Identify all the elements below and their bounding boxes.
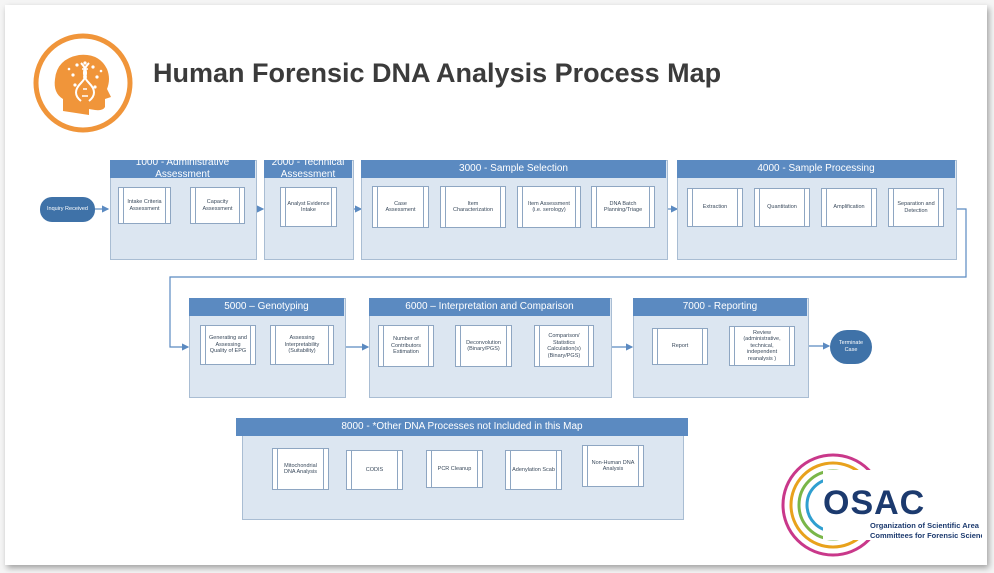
step-case-assessment[interactable]: Case Assessment [372,186,429,228]
group-7000-header: 7000 - Reporting [633,298,807,316]
step-amplification[interactable]: Amplification [821,188,877,227]
step-codis[interactable]: CODIS [346,450,403,490]
step-quantitation[interactable]: Quantitation [754,188,810,227]
group-4000-header: 4000 - Sample Processing [677,160,955,178]
step-extraction[interactable]: Extraction [687,188,743,227]
step-analyst-evidence-intake[interactable]: Analyst Evidence Intake [280,187,337,227]
step-adenylation-scab[interactable]: Adenylation Scab [505,450,562,490]
step-deconvolution[interactable]: Deconvolution (Binary/PGS) [455,325,512,367]
start-node-inquiry-received[interactable]: Inquiry Received [40,197,95,222]
step-assessing-interpretability[interactable]: Assessing Interpretability (Suitability) [270,325,334,365]
osac-name: OSAC [823,484,926,522]
step-separation-and-detection[interactable]: Separation and Detection [888,188,944,227]
step-dna-batch-planning[interactable]: DNA Batch Planning/Triage [591,186,655,228]
osac-subtitle-line2: Committees for Forensic Science [870,531,982,540]
step-pcr-cleanup[interactable]: PCR Cleanup [426,450,483,488]
group-6000-header: 6000 – Interpretation and Comparison [369,298,610,316]
group-3000-header: 3000 - Sample Selection [361,160,666,178]
step-number-of-contributors[interactable]: Number of Contributors Estimation [378,325,434,367]
osac-subtitle: Organization of Scientific Area Committe… [870,521,982,541]
osac-subtitle-line1: Organization of Scientific Area [870,521,979,530]
step-item-assessment[interactable]: Item Assessment (i.e. serology) [517,186,581,228]
step-item-characterization[interactable]: Item Characterization [440,186,506,228]
brain-dna-logo-icon [33,33,133,133]
group-1000-header: 1000 - Administrative Assessment [110,157,255,180]
step-capacity-assessment[interactable]: Capacity Assessment [190,187,245,224]
osac-rings-logo-icon [781,453,978,557]
step-generating-assessing-epg[interactable]: Generating and Assessing Quality of EPG [200,325,256,365]
step-review[interactable]: Review (administrative, technical, indep… [729,326,795,366]
step-mitochondrial-dna-analysis[interactable]: Mitochondrial DNA Analysis [272,448,329,490]
group-5000-header: 5000 – Genotyping [189,298,344,316]
page-title: Human Forensic DNA Analysis Process Map [153,58,722,88]
group-8000-header: 8000 - *Other DNA Processes not Included… [236,418,688,436]
step-report[interactable]: Report [652,328,708,365]
group-2000-header: 2000 - Technical Assessment [264,157,352,180]
step-comparison-statistics[interactable]: Comparison/ Statistics Calculation(s) (B… [534,325,594,367]
step-non-human-dna-analysis[interactable]: Non-Human DNA Analysis [582,445,644,487]
end-node-terminate-case[interactable]: Terminate Case [830,330,872,364]
step-intake-criteria-assessment[interactable]: Intake Criteria Assessment [118,187,171,224]
